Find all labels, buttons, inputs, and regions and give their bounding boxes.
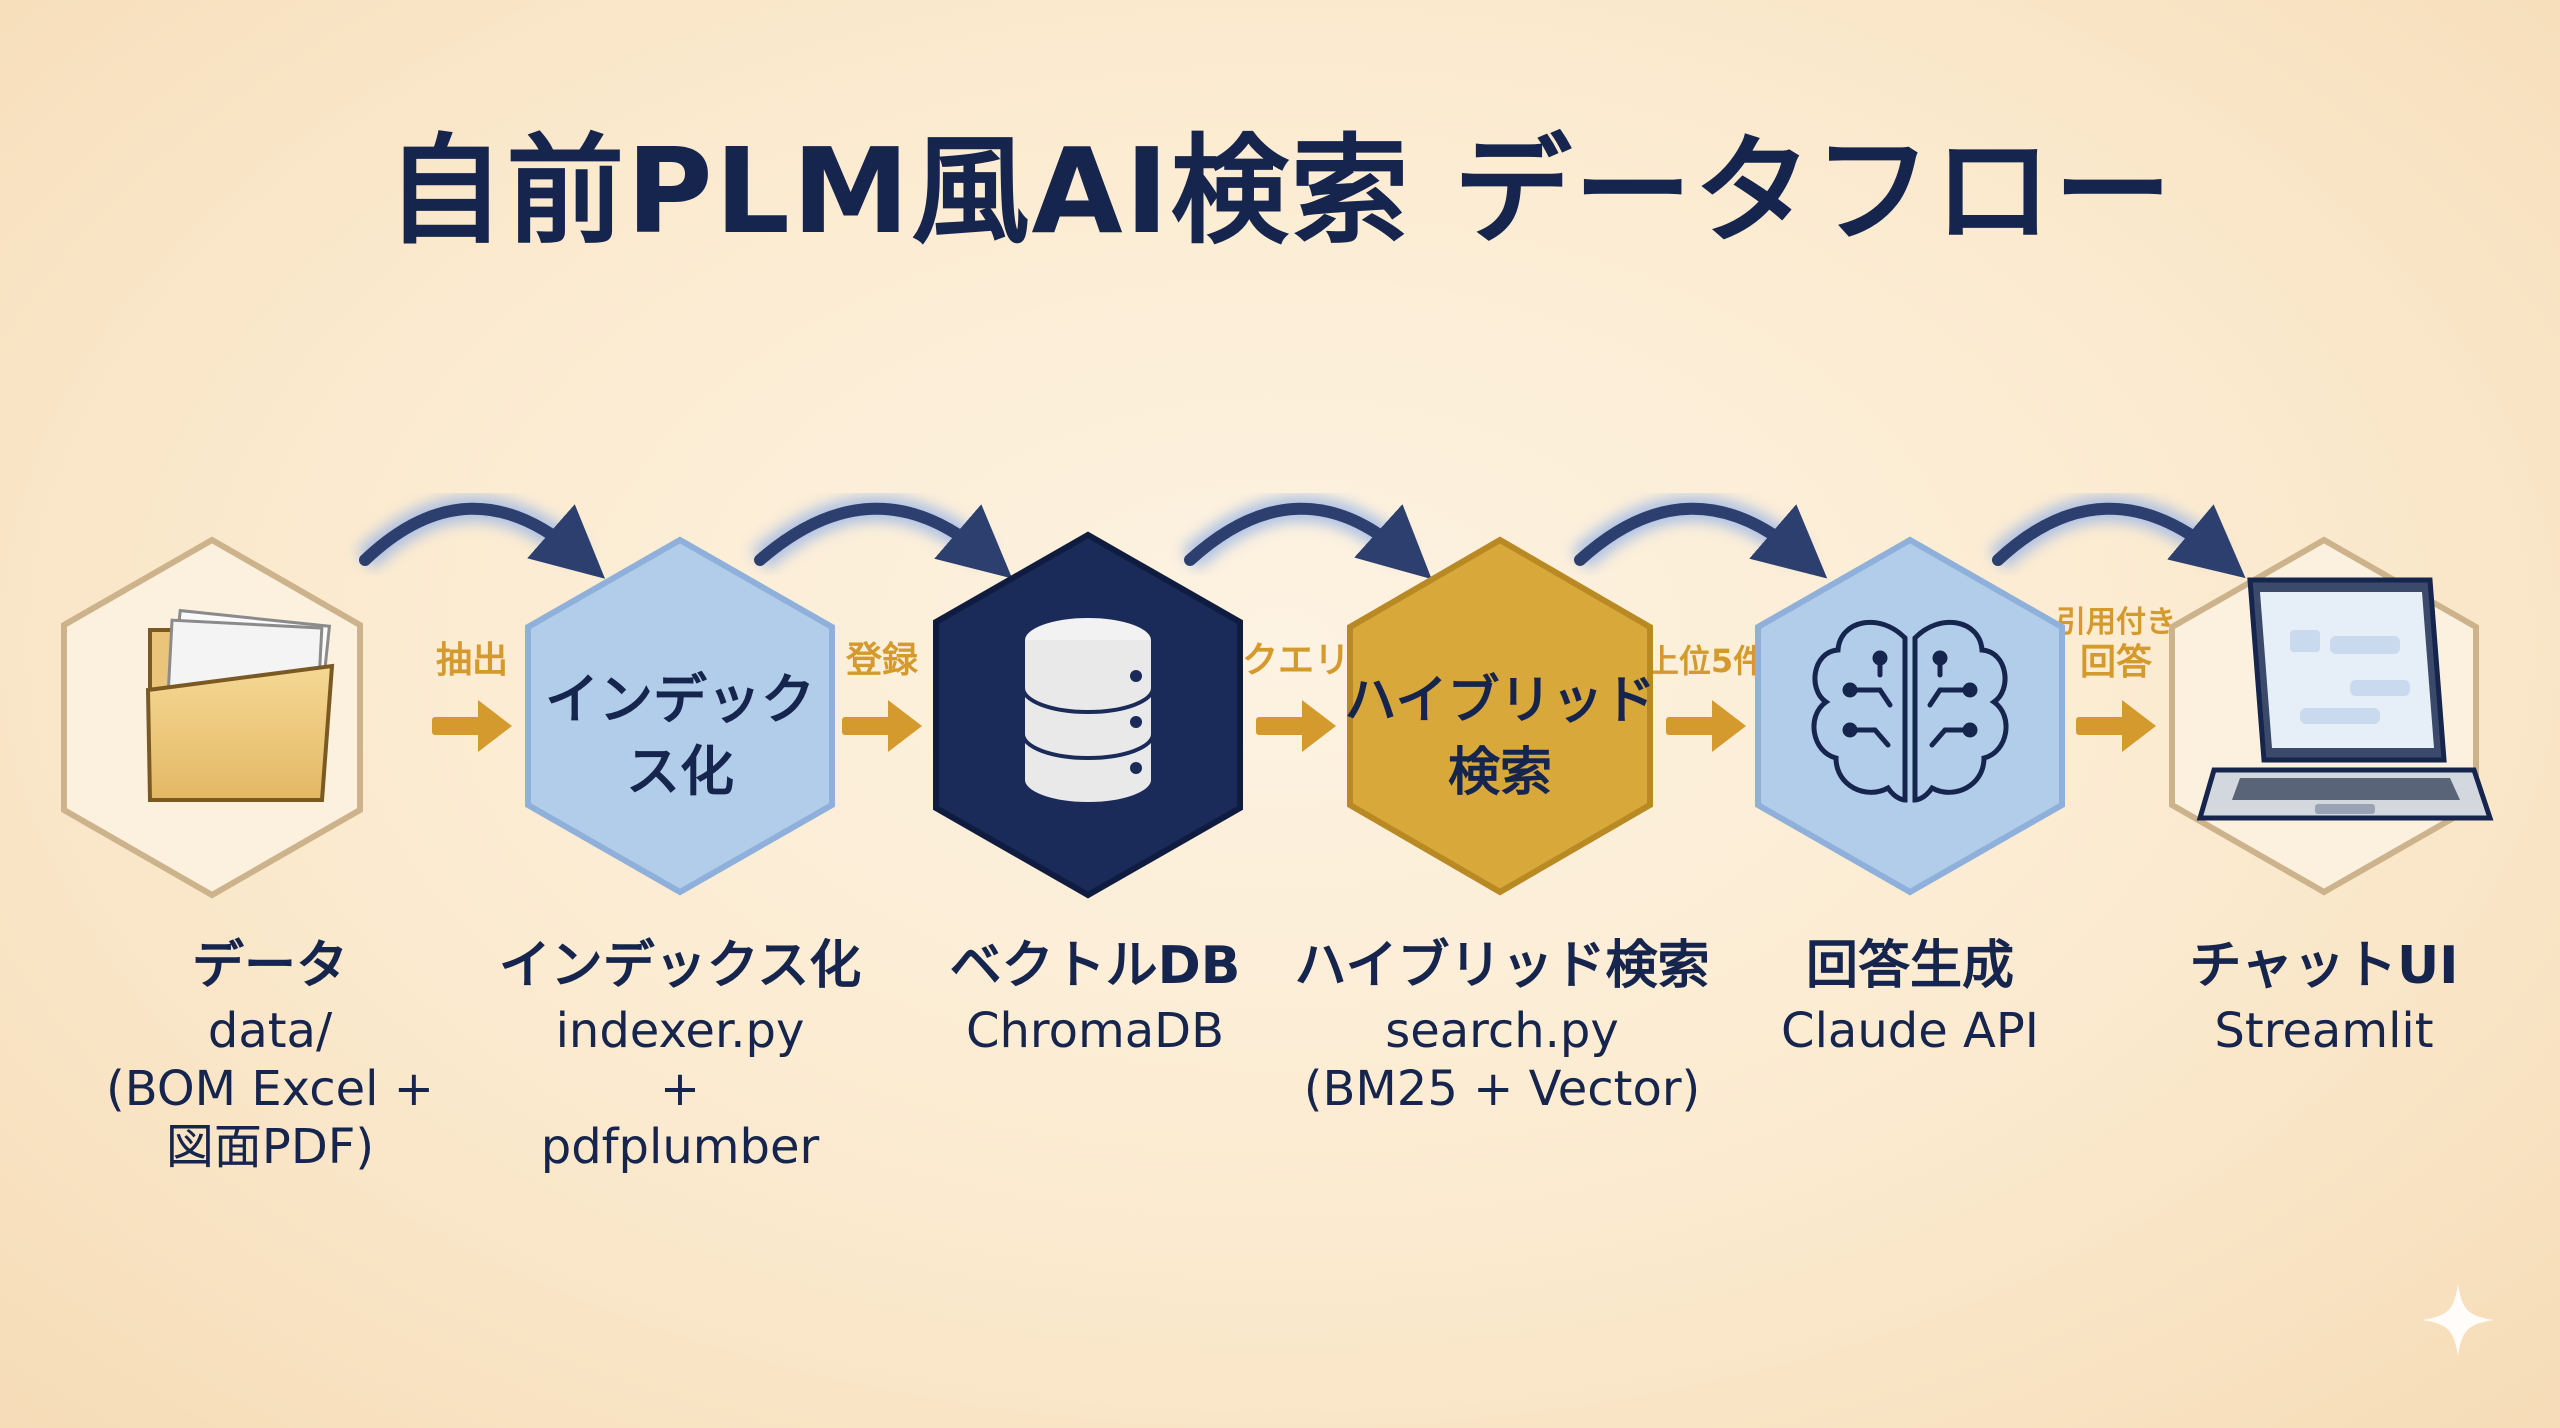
hex-label-hybrid-2: 検索 [1448,743,1552,803]
step-detail: Streamlit [2214,1003,2434,1059]
step-detail: data/ (BOM Excel + 図面PDF) [106,1003,434,1175]
curved-arrows [356,495,2246,580]
step-name: データ [191,936,348,996]
straight-arrows [432,700,2156,752]
caption-vectordb: ベクトルDB ChromaDB [885,930,1305,1060]
hex-shape-5 [1755,536,2065,896]
caption-chat-ui: チャットUI Streamlit [2114,930,2534,1060]
curve-arrow-1 [356,495,606,579]
curve-arrow-4 [1571,495,1828,579]
step-detail: ChromaDB [965,1003,1225,1059]
curve-arrow-5 [1989,495,2246,579]
hex-shape-2b [525,536,835,896]
caption-hybrid-search: ハイブリッド検索 search.py (BM25 + Vector) [1292,930,1712,1118]
sparkle-icon [2422,1284,2494,1356]
caption-indexing: インデックス化 indexer.py + pdfplumber [470,930,890,1176]
step-detail: indexer.py + pdfplumber [540,1003,820,1175]
curve-arrow-2 [751,495,1013,579]
hex-shape-4 [1347,536,1653,896]
gold-arrow-4 [1666,700,1746,752]
step-name: インデックス化 [498,936,862,996]
hex-label-hybrid-1: ハイブリッド [1345,671,1656,731]
gold-arrow-3 [1256,700,1336,752]
connector-label-5b: 回答 [2080,642,2153,683]
step-name: 回答生成 [1805,936,2014,996]
connector-label-1: 抽出 [436,640,508,681]
connector-label-3: クエリ [1242,640,1350,681]
hex-label-indexing-1: インデック [545,668,815,731]
connector-labels: 抽出 登録 クエリ 上位5件 引用付き 回答 [436,605,2176,683]
connector-label-4: 上位5件 [1647,642,1765,680]
folder-icon [145,608,335,802]
step-name: ハイブリッド検索 [1294,936,1710,996]
diagram-title: 自前PLM風AI検索 データフロー [386,122,2174,260]
hex-shapes [61,531,2479,899]
connector-label-5a: 引用付き [2056,605,2176,640]
gold-arrow-2 [842,700,922,752]
gold-arrow-1 [432,700,512,752]
caption-data: データ data/ (BOM Excel + 図面PDF) [60,930,480,1176]
hex-label-indexing-2: ス化 [626,740,734,803]
connector-label-2: 登録 [845,640,919,681]
step-name: チャットUI [2189,936,2459,996]
database-icon [1021,614,1155,806]
step-detail: Claude API [1781,1003,2039,1059]
gold-arrow-5 [2076,700,2156,752]
curve-arrow-3 [1181,495,1432,580]
brain-circuit-icon [1811,619,2009,803]
step-detail: search.py (BM25 + Vector) [1303,1003,1701,1117]
caption-answer-generation: 回答生成 Claude API [1700,930,2120,1060]
step-name: ベクトルDB [949,936,1241,996]
laptop-chat-icon [2196,577,2494,821]
